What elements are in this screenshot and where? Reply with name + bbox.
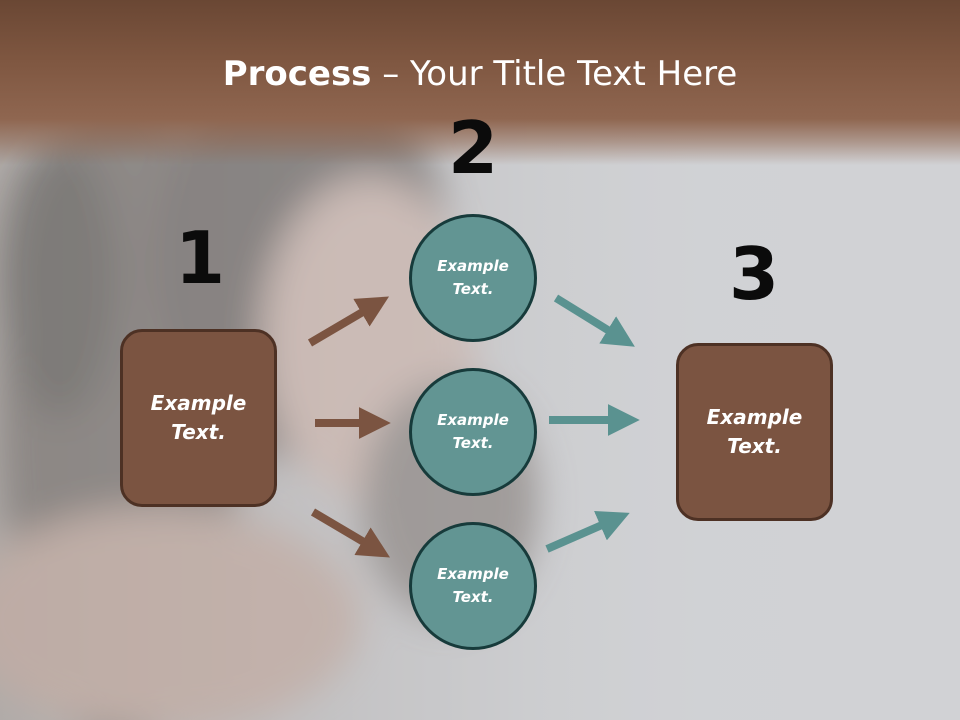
circle-bottom-line1: Example <box>437 565 509 583</box>
title-rest: – Your Title Text Here <box>371 54 738 94</box>
circle-top-line2: Text. <box>452 280 494 298</box>
circle-bottom-line2: Text. <box>452 588 494 606</box>
circle-middle: Example Text. <box>409 368 537 496</box>
step-3-box: Example Text. <box>676 343 833 521</box>
step-number-3: 3 <box>728 232 780 316</box>
step-3-line1: Example <box>706 405 803 429</box>
step-1-line2: Text. <box>171 420 226 444</box>
step-1-box: Example Text. <box>120 329 277 507</box>
arrow-icon <box>545 511 630 553</box>
step-number-1: 1 <box>174 216 226 300</box>
title-bold: Process <box>222 54 372 94</box>
circle-bottom: Example Text. <box>409 522 537 650</box>
slide-title: Process – Your Title Text Here <box>0 52 960 96</box>
circle-middle-line2: Text. <box>452 434 494 452</box>
arrow-icon <box>553 294 635 347</box>
arrow-icon <box>310 508 391 558</box>
arrow-icon <box>307 296 390 347</box>
step-1-line1: Example <box>150 391 247 415</box>
circle-top-line1: Example <box>437 257 509 275</box>
step-number-2: 2 <box>447 106 499 190</box>
circle-top: Example Text. <box>409 214 537 342</box>
title-band <box>0 0 960 165</box>
step-3-line2: Text. <box>727 434 782 458</box>
circle-middle-line1: Example <box>437 411 509 429</box>
